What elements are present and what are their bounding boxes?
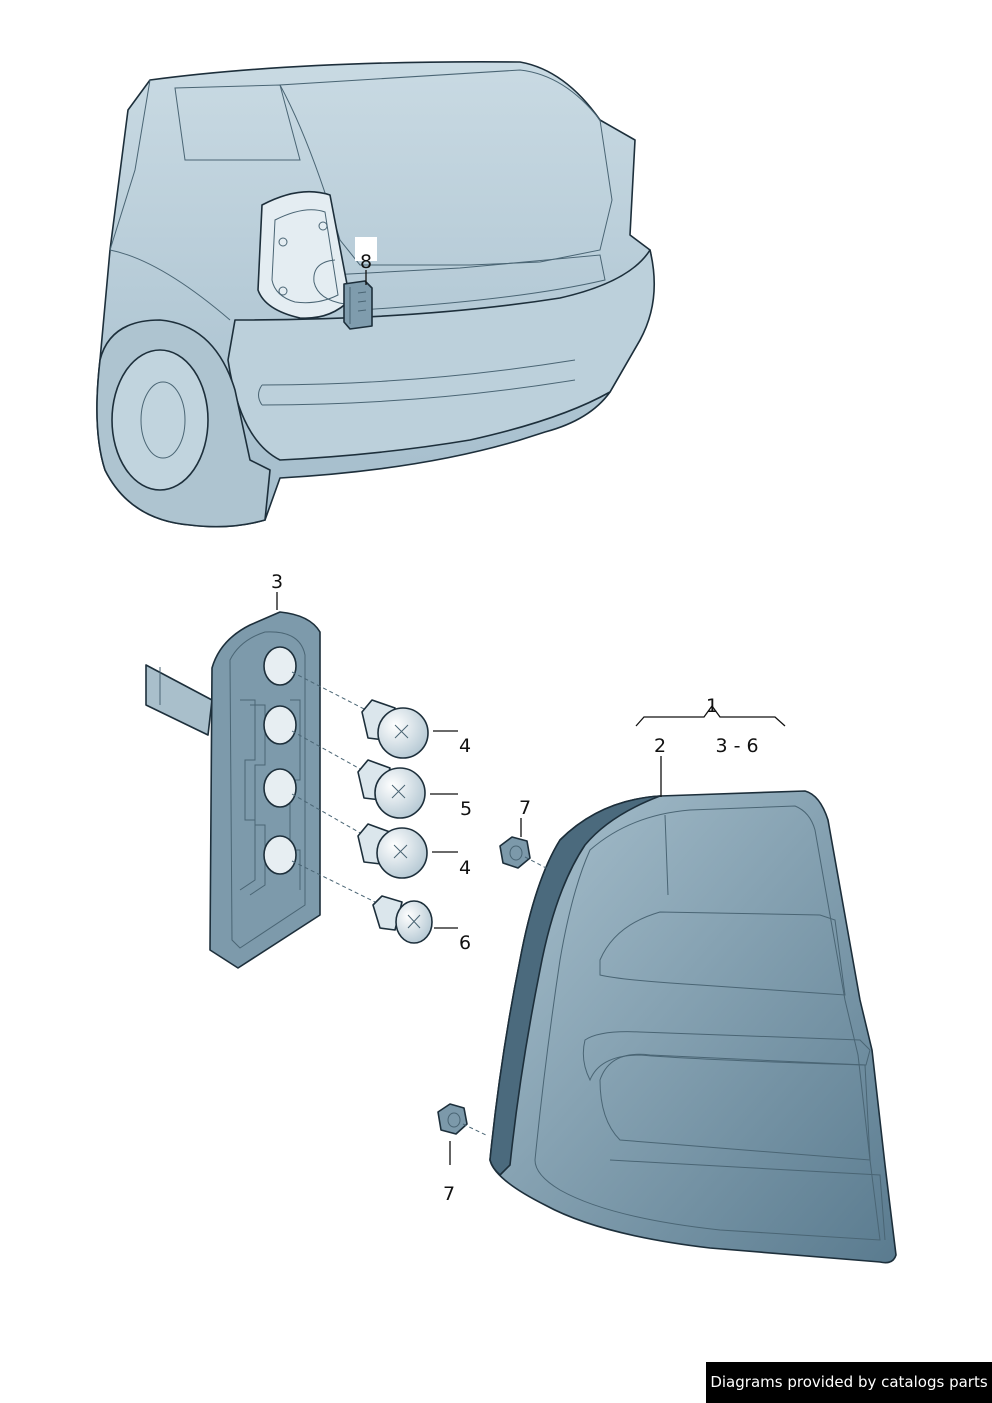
bulb-part-4-lower <box>357 823 428 879</box>
callout-8: 8 <box>360 251 372 273</box>
bulb-part-5 <box>357 759 426 819</box>
callout-3: 3 <box>271 571 283 593</box>
callout-5: 5 <box>460 798 472 820</box>
callout-3-6: 3 - 6 <box>715 735 758 757</box>
nut-part-7-upper <box>499 836 531 869</box>
callout-8-background <box>355 237 377 261</box>
callout-7-lower: 7 <box>443 1183 455 1205</box>
vehicle-rear-illustration <box>96 61 655 528</box>
callout-4-lower: 4 <box>459 857 471 879</box>
callout-7-upper: 7 <box>519 797 531 819</box>
callout-4-upper: 4 <box>459 735 471 757</box>
diagram-credit-banner: Diagrams provided by catalogs parts <box>706 1362 992 1403</box>
tail-lamp-part-2 <box>489 790 897 1264</box>
callout-6: 6 <box>459 932 471 954</box>
wiring-connector-part-8 <box>343 280 373 330</box>
callout-2: 2 <box>654 735 666 757</box>
bulb-part-6 <box>372 895 433 944</box>
nut-part-7-lower <box>437 1103 468 1135</box>
bulb-holder-part-3 <box>145 611 321 969</box>
bulb-part-4-upper <box>361 699 429 759</box>
